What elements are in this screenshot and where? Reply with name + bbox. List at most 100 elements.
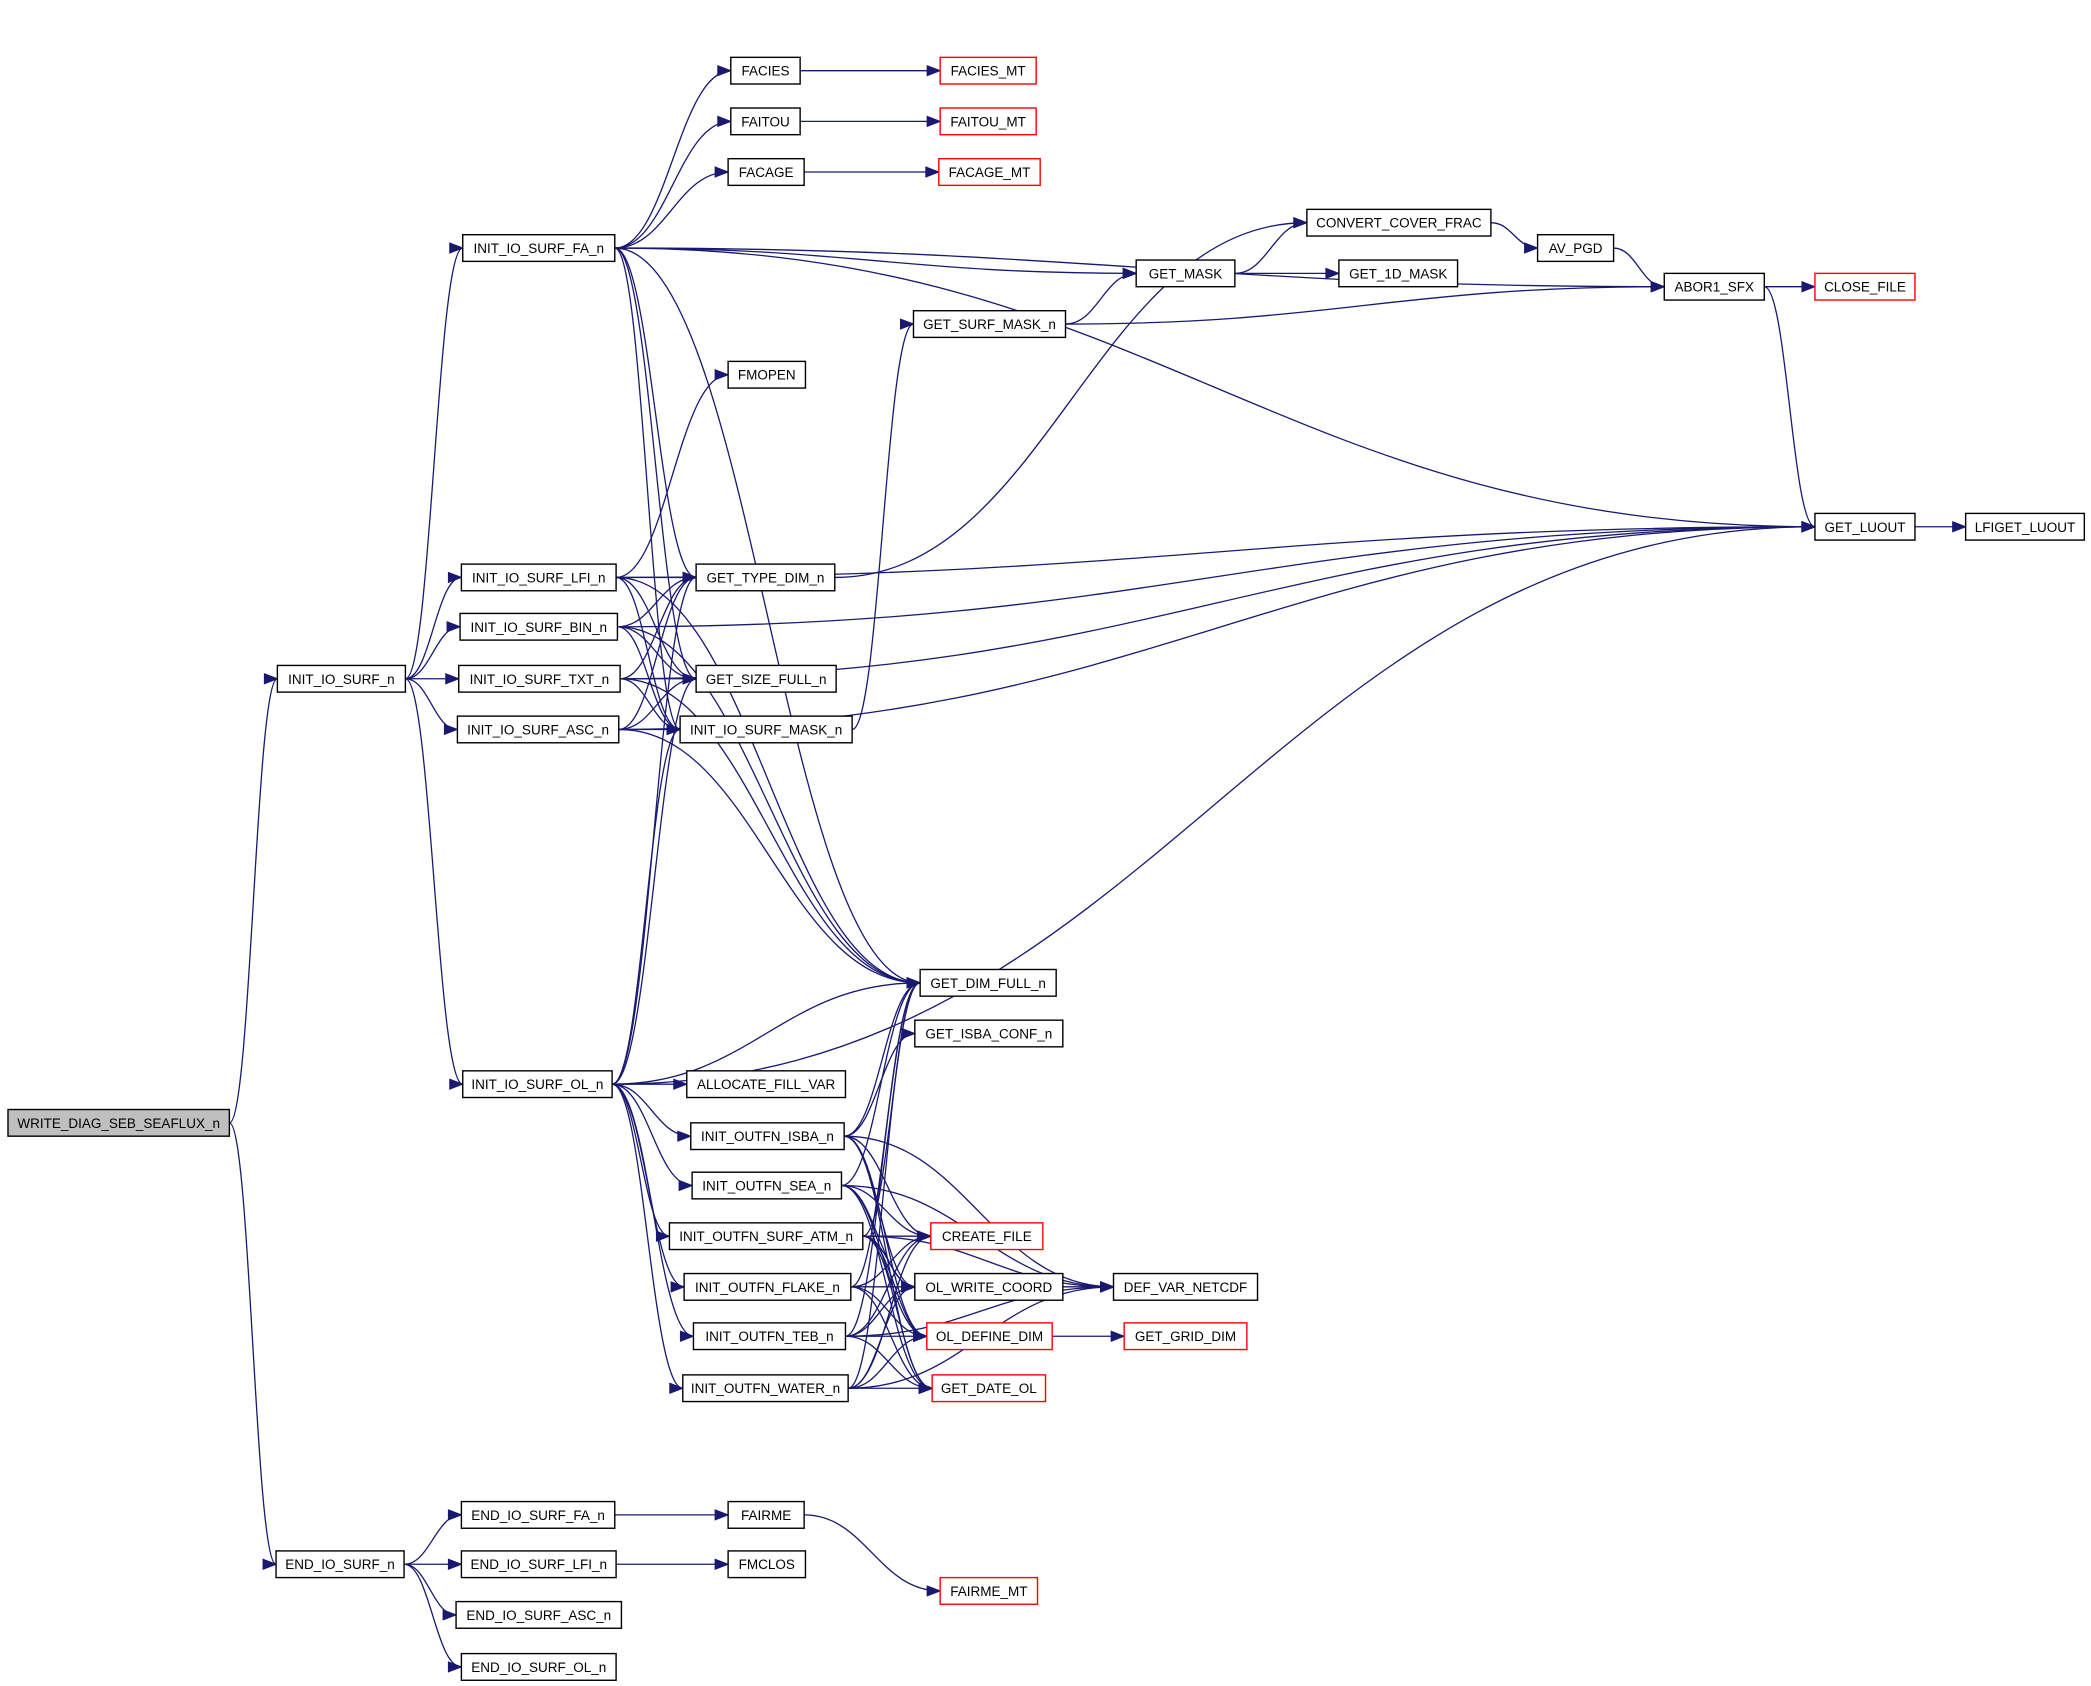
edge-init-io-surf-ol-n-to-get-size-full-n	[611, 673, 698, 1085]
node-end-io-surf-n[interactable]: END_IO_SURF_n	[275, 1550, 405, 1579]
edge-init-io-surf-ol-n-to-init-io-surf-mask-n	[611, 723, 682, 1085]
node-box	[939, 107, 1037, 136]
node-init-io-surf-asc-n[interactable]: INIT_IO_SURF_ASC_n	[456, 715, 620, 744]
node-box	[7, 1108, 231, 1137]
node-facage-mt[interactable]: FACAGE_MT	[938, 157, 1041, 187]
node-facage[interactable]: FACAGE	[727, 157, 805, 187]
edge-init-outfn-isba-n-to-get-isba-conf-n	[844, 1027, 917, 1137]
node-label: GET_DATE_OL	[941, 1381, 1037, 1396]
arrowhead-icon	[678, 1179, 694, 1192]
node-init-outfn-water-n[interactable]: INIT_OUTFN_WATER_n	[682, 1374, 849, 1403]
arrowhead-icon	[263, 673, 279, 685]
arrowhead-icon	[673, 1078, 689, 1090]
arrowhead-icon	[899, 318, 915, 330]
node-box	[939, 56, 1037, 85]
node-label: END_IO_SURF_n	[285, 1557, 395, 1572]
edge-get-surf-mask-n-to-abor1-sfx	[1065, 280, 1666, 325]
node-fmopen[interactable]: FMOPEN	[727, 360, 807, 389]
node-label: OL_WRITE_COORD	[925, 1280, 1052, 1295]
node-box	[276, 664, 407, 693]
edge-init-io-surf-fa-n-to-init-io-surf-mask-n	[614, 247, 682, 736]
node-facies[interactable]: FACIES	[730, 56, 801, 85]
node-end-io-surf-ol-n[interactable]: END_IO_SURF_OL_n	[460, 1652, 617, 1681]
node-init-io-surf-mask-n[interactable]: INIT_IO_SURF_MASK_n	[679, 715, 853, 744]
node-av-pgd[interactable]: AV_PGD	[1536, 234, 1615, 263]
node-init-outfn-teb-n[interactable]: INIT_OUTFN_TEB_n	[692, 1322, 847, 1351]
edges-layer	[228, 64, 1968, 1673]
arrowhead-icon	[447, 571, 463, 584]
node-label: GET_SURF_MASK_n	[923, 317, 1056, 332]
node-label: END_IO_SURF_OL_n	[471, 1660, 606, 1675]
node-get-size-full-n[interactable]: GET_SIZE_FULL_n	[695, 664, 837, 693]
node-label: FACIES	[741, 64, 789, 79]
node-get-grid-dim[interactable]: GET_GRID_DIM	[1123, 1322, 1248, 1351]
node-get-type-dim-n[interactable]: GET_TYPE_DIM_n	[695, 563, 836, 592]
node-box	[460, 1550, 617, 1579]
arrowhead-icon	[1524, 242, 1539, 254]
node-init-outfn-isba-n[interactable]: INIT_OUTFN_ISBA_n	[690, 1122, 845, 1151]
edge-init-io-surf-txt-n-to-get-luout	[620, 521, 1817, 680]
node-create-file[interactable]: CREATE_FILE	[930, 1222, 1044, 1251]
node-init-io-surf-bin-n[interactable]: INIT_IO_SURF_BIN_n	[459, 612, 619, 641]
node-convert-cover-frac[interactable]: CONVERT_COVER_FRAC	[1306, 208, 1492, 237]
node-get-surf-mask-n[interactable]: GET_SURF_MASK_n	[912, 310, 1067, 339]
arrowhead-icon	[1801, 521, 1817, 533]
node-fairme-mt[interactable]: FAIRME_MT	[939, 1576, 1039, 1605]
node-label: FACAGE	[739, 165, 794, 180]
node-label: INIT_IO_SURF_LFI_n	[472, 570, 606, 585]
node-init-outfn-sea-n[interactable]: INIT_OUTFN_SEA_n	[691, 1171, 843, 1200]
edge-convert-cover-frac-to-av-pgd	[1490, 222, 1539, 254]
node-init-outfn-surf-atm-n[interactable]: INIT_OUTFN_SURF_ATM_n	[668, 1222, 864, 1251]
edge-init-io-surf-mask-n-to-get-surf-mask-n	[851, 318, 915, 731]
node-fmclos[interactable]: FMCLOS	[727, 1550, 807, 1579]
edge-ol-write-coord-to-def-var-netcdf	[1062, 1281, 1115, 1293]
node-get-dim-full-n[interactable]: GET_DIM_FULL_n	[919, 968, 1057, 997]
node-end-io-surf-lfi-n[interactable]: END_IO_SURF_LFI_n	[460, 1550, 617, 1579]
node-box	[690, 1122, 845, 1151]
node-init-io-surf-lfi-n[interactable]: INIT_IO_SURF_LFI_n	[460, 563, 617, 592]
edge-init-outfn-water-n-to-ol-define-dim	[848, 1330, 929, 1389]
arrowhead-icon	[445, 673, 461, 685]
node-get-luout[interactable]: GET_LUOUT	[1814, 512, 1916, 541]
node-box	[727, 1550, 807, 1579]
node-box	[460, 1652, 617, 1681]
node-ol-write-coord[interactable]: OL_WRITE_COORD	[914, 1272, 1064, 1301]
edge-init-io-surf-fa-n-to-facage	[614, 166, 730, 249]
node-close-file[interactable]: CLOSE_FILE	[1814, 272, 1916, 301]
edge-init-io-surf-fa-n-to-faitou	[614, 115, 733, 249]
node-abor1-sfx[interactable]: ABOR1_SFX	[1663, 272, 1765, 301]
node-get-isba-conf-n[interactable]: GET_ISBA_CONF_n	[914, 1019, 1064, 1048]
node-box	[1338, 259, 1459, 288]
node-faitou-mt[interactable]: FAITOU_MT	[939, 107, 1037, 136]
node-init-io-surf-fa-n[interactable]: INIT_IO_SURF_FA_n	[462, 234, 616, 263]
node-end-io-surf-asc-n[interactable]: END_IO_SURF_ASC_n	[455, 1600, 623, 1629]
node-ol-define-dim[interactable]: OL_DEFINE_DIM	[926, 1322, 1053, 1351]
node-faitou[interactable]: FAITOU	[730, 107, 801, 136]
edge-init-io-surf-n-to-init-io-surf-txt-n	[405, 673, 461, 685]
edge-facage-to-facage-mt	[804, 166, 941, 178]
node-get-mask[interactable]: GET_MASK	[1135, 259, 1236, 288]
node-write-diag-seb-seaflux-n: WRITE_DIAG_SEB_SEAFLUX_n	[7, 1108, 231, 1137]
node-init-outfn-flake-n[interactable]: INIT_OUTFN_FLAKE_n	[683, 1272, 852, 1301]
node-label: FAIRME	[741, 1508, 791, 1523]
node-get-date-ol[interactable]: GET_DATE_OL	[931, 1374, 1047, 1403]
node-lfiget-luout[interactable]: LFIGET_LUOUT	[1964, 512, 2086, 541]
node-fairme[interactable]: FAIRME	[727, 1500, 805, 1529]
node-init-io-surf-txt-n[interactable]: INIT_IO_SURF_TXT_n	[458, 664, 621, 693]
node-def-var-netcdf[interactable]: DEF_VAR_NETCDF	[1112, 1272, 1259, 1301]
node-end-io-surf-fa-n[interactable]: END_IO_SURF_FA_n	[460, 1500, 616, 1529]
node-label: FAITOU_MT	[950, 114, 1026, 129]
node-init-io-surf-n[interactable]: INIT_IO_SURF_n	[276, 664, 407, 693]
node-init-io-surf-ol-n[interactable]: INIT_IO_SURF_OL_n	[462, 1070, 613, 1099]
node-box	[730, 107, 801, 136]
node-label: INIT_OUTFN_ISBA_n	[701, 1129, 834, 1144]
node-facies-mt[interactable]: FACIES_MT	[939, 56, 1037, 85]
node-box	[460, 1500, 616, 1529]
node-label: FACIES_MT	[951, 64, 1026, 79]
arrowhead-icon	[906, 977, 922, 989]
node-get-1d-mask[interactable]: GET_1D_MASK	[1338, 259, 1459, 288]
edge-get-type-dim-n-to-convert-cover-frac	[834, 216, 1309, 579]
edge-init-outfn-water-n-to-ol-write-coord	[848, 1281, 917, 1389]
arrowhead-icon	[926, 115, 942, 128]
node-allocate-fill-var[interactable]: ALLOCATE_FILL_VAR	[686, 1070, 847, 1099]
